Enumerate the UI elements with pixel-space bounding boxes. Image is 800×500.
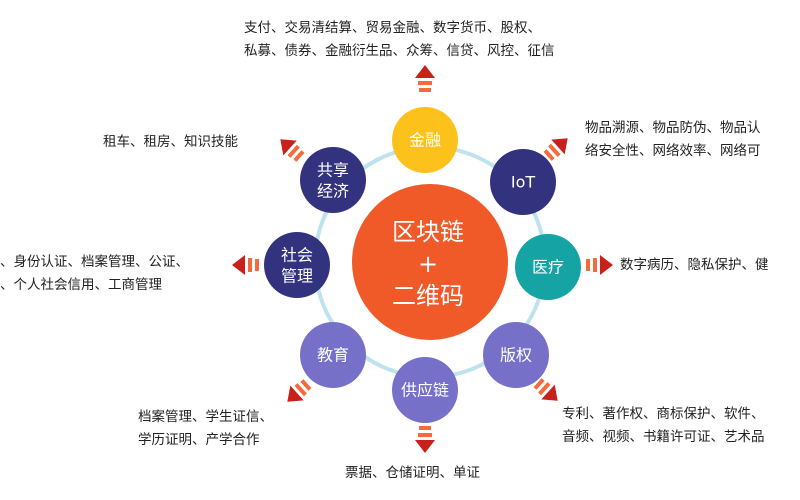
node-sharing-line-1: 共享 — [317, 161, 349, 180]
arrow-supply-chain — [415, 426, 435, 453]
arrow-social — [232, 255, 259, 275]
arrow-finance — [415, 65, 435, 92]
desc-medical-line-1: 数字病历、隐私保护、健 — [620, 257, 769, 273]
node-finance — [392, 107, 458, 173]
desc-iot: 物品溯源、物品防伪、物品认 络安全性、网络效率、网络可 — [585, 117, 800, 163]
node-iot — [490, 149, 556, 215]
center-line-3: 二维码 — [392, 282, 464, 310]
desc-education: 档案管理、学生证信、 学历证明、产学合作 — [138, 406, 273, 452]
arrow-sharing — [280, 139, 305, 162]
node-medical — [515, 234, 581, 300]
node-social-line-1: 社会 — [281, 246, 313, 265]
desc-sharing-line-1: 租车、租房、知识技能 — [103, 134, 238, 150]
node-copyright-label: 版权 — [500, 346, 532, 365]
arrow-education — [287, 379, 312, 402]
node-education-label: 教育 — [317, 346, 349, 365]
desc-education-line-2: 学历证明、产学合作 — [138, 432, 260, 448]
arrow-iot — [543, 138, 568, 161]
desc-sharing: 租车、租房、知识技能 — [103, 131, 238, 154]
node-iot-label: IoT — [511, 173, 536, 192]
arrow-copyright — [533, 378, 558, 401]
desc-social: 、身份认证、档案管理、公证、 、个人社会信用、工商管理 — [0, 251, 189, 297]
desc-social-line-2: 、个人社会信用、工商管理 — [0, 277, 162, 293]
desc-finance-line-2: 私募、债券、金融衍生品、众筹、信贷、风控、征信 — [244, 43, 555, 59]
node-medical-label: 医疗 — [532, 258, 564, 277]
desc-iot-line-2: 络安全性、网络效率、网络可 — [585, 143, 761, 159]
desc-finance: 支付、交易清结算、贸易金融、数字货币、股权、 私募、债券、金融衍生品、众筹、信贷… — [244, 17, 555, 63]
node-supply-chain — [392, 357, 458, 423]
node-social — [264, 232, 330, 298]
node-supply-chain-label: 供应链 — [401, 381, 449, 400]
node-social-line-2: 管理 — [281, 267, 313, 286]
node-sharing — [300, 147, 366, 213]
node-copyright — [483, 322, 549, 388]
desc-copyright: 专利、著作权、商标保护、软件、 音频、视频、书籍许可证、艺术品 — [562, 403, 800, 449]
desc-social-line-1: 、身份认证、档案管理、公证、 — [0, 254, 189, 270]
desc-education-line-1: 档案管理、学生证信、 — [138, 409, 273, 425]
desc-supply-chain-line-1: 票据、仓储证明、单证 — [345, 465, 480, 481]
center-circle — [352, 184, 508, 340]
node-education — [300, 322, 366, 388]
desc-supply-chain: 票据、仓储证明、单证 — [345, 462, 480, 485]
center-line-1: 区块链 — [392, 218, 464, 246]
node-finance-label: 金融 — [409, 131, 441, 150]
arrow-medical — [586, 255, 613, 275]
center-line-2: + — [418, 250, 438, 278]
desc-finance-line-1: 支付、交易清结算、贸易金融、数字货币、股权、 — [244, 20, 541, 36]
desc-copyright-line-1: 专利、著作权、商标保护、软件、 — [562, 406, 765, 422]
node-sharing-line-2: 经济 — [317, 182, 349, 201]
desc-copyright-line-2: 音频、视频、书籍许可证、艺术品 — [562, 429, 765, 445]
desc-iot-line-1: 物品溯源、物品防伪、物品认 — [585, 120, 761, 136]
desc-medical: 数字病历、隐私保护、健 — [620, 254, 800, 277]
